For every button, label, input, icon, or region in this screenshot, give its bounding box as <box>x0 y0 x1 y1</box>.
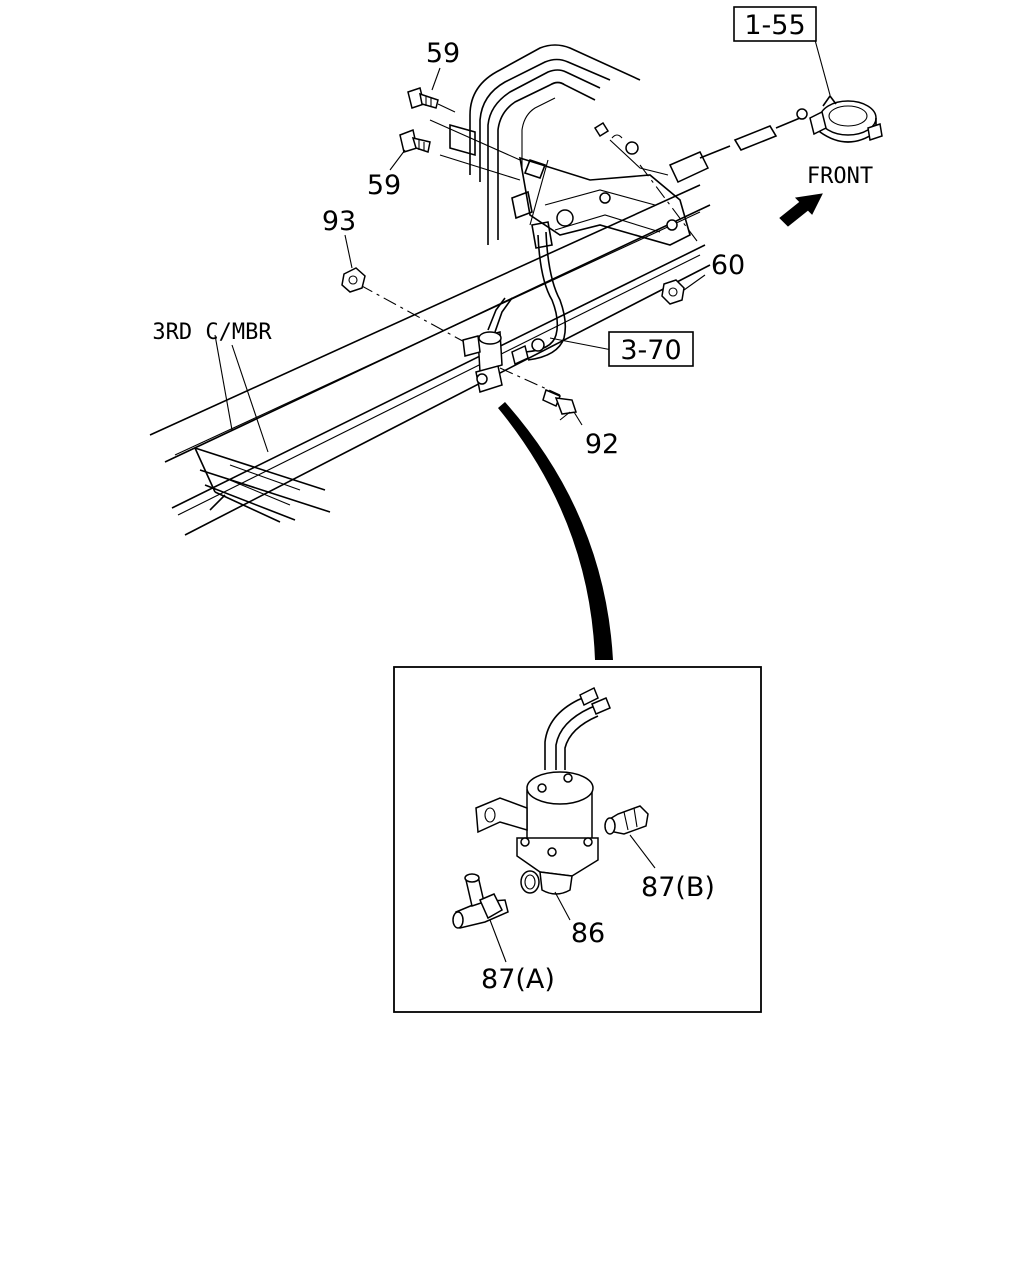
clamp-assembly <box>809 39 883 143</box>
bolt-59-lower <box>399 128 431 153</box>
bolt-92 <box>542 388 583 426</box>
callout-87a: 87(A) <box>481 964 555 995</box>
nut-93 <box>341 267 366 293</box>
front-direction-arrow-icon <box>779 193 823 227</box>
reference-clamp-label: 1-55 <box>744 10 805 41</box>
callout-59-lower: 59 <box>367 170 401 201</box>
nut-60 <box>661 274 706 305</box>
callout-92: 92 <box>585 429 619 460</box>
solenoid-valve-detail <box>475 686 611 921</box>
solenoid-valve-installed <box>359 284 561 396</box>
reference-box-hose: 3-70 <box>608 331 694 367</box>
front-annotation: FRONT <box>807 164 873 189</box>
callout-87b: 87(B) <box>641 872 715 903</box>
fitting-87b-detail <box>604 805 656 869</box>
mounting-bracket <box>511 156 691 246</box>
reference-box-clamp: 1-55 <box>733 6 817 42</box>
bolt-59-upper <box>407 87 456 113</box>
reference-hose-label: 3-70 <box>620 335 681 366</box>
callout-93: 93 <box>322 206 356 237</box>
detail-callout-pointer <box>498 402 613 660</box>
third-cross-member <box>194 334 331 523</box>
control-cable <box>593 108 808 246</box>
leader-lines <box>344 67 613 421</box>
hose-line <box>524 159 567 361</box>
callout-86: 86 <box>571 918 605 949</box>
cross-member-annotation: 3RD C/MBR <box>152 320 272 345</box>
fitting-87a-detail <box>452 873 509 963</box>
vertical-post <box>429 44 641 245</box>
callout-60: 60 <box>711 250 745 281</box>
callout-59-upper: 59 <box>426 38 460 69</box>
